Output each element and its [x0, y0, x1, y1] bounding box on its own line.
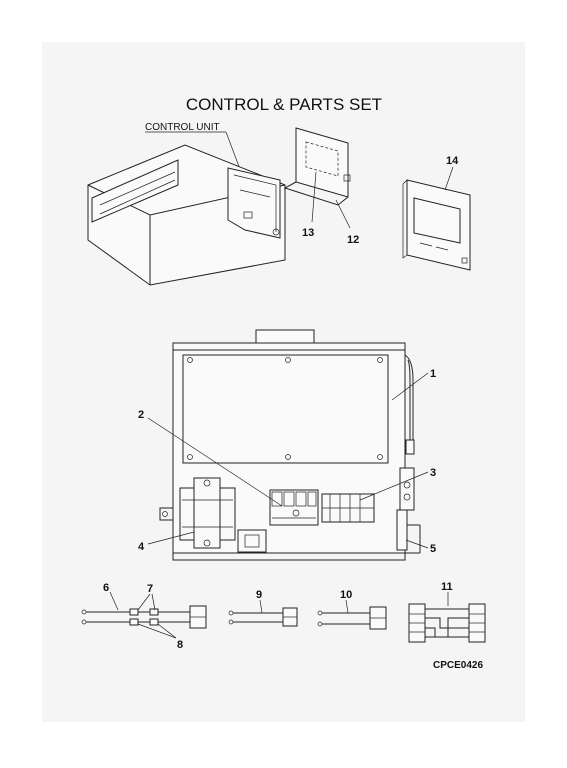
callout-4: 4: [138, 541, 145, 553]
remote-controller-illustration: [402, 179, 471, 271]
callout-9-leader: [259, 599, 263, 614]
callout-3: 3: [430, 467, 436, 479]
callout-10-leader: [345, 599, 349, 614]
callout-2: 2: [138, 409, 144, 421]
callout-1-leader: [391, 372, 429, 401]
drawing-code: CPCE0426: [433, 660, 483, 671]
callout-6: 6: [103, 582, 109, 594]
callout-8-leader-b: [137, 623, 177, 639]
cover-panel-illustration: [283, 127, 351, 206]
callout-7-leader-a: [137, 593, 151, 611]
callout-8-leader-a: [157, 623, 177, 639]
callout-7-leader-b: [151, 593, 156, 611]
callout-13: 13: [302, 227, 314, 239]
callout-3-leader: [359, 471, 429, 501]
diagram-title: CONTROL & PARTS SET: [186, 95, 382, 114]
control-unit-label: CONTROL UNIT: [145, 122, 220, 133]
control-box-front-view: [159, 329, 421, 561]
callout-4-leader: [147, 531, 195, 545]
callout-2-leader: [147, 417, 283, 507]
callout-1: 1: [430, 368, 436, 380]
callout-5: 5: [430, 543, 436, 555]
callout-13-leader: [311, 171, 317, 223]
indoor-unit-illustration: [87, 144, 286, 286]
wire-harness-6-illustration: [81, 605, 207, 629]
callout-5-leader: [405, 539, 429, 549]
callout-6-leader: [109, 591, 119, 611]
callout-7: 7: [147, 583, 153, 595]
wire-harness-9-illustration: [228, 607, 298, 627]
wire-harness-11-illustration: [408, 603, 486, 643]
callout-14: 14: [446, 155, 459, 167]
wire-harness-10-illustration: [317, 606, 387, 630]
callout-12-leader: [335, 199, 351, 229]
callout-9: 9: [256, 589, 262, 601]
callout-10: 10: [340, 589, 352, 601]
callout-8: 8: [177, 639, 183, 651]
callout-12: 12: [347, 234, 359, 246]
callout-14-leader: [444, 166, 454, 191]
callout-11: 11: [441, 581, 453, 593]
